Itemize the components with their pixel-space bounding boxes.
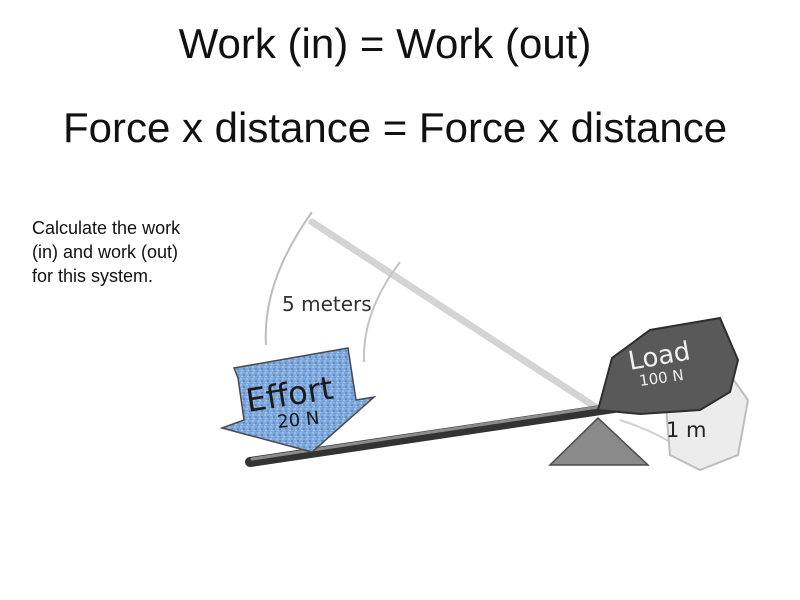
effort-arrow — [219, 347, 377, 453]
question-text: Calculate the work (in) and work (out) f… — [32, 218, 181, 286]
effort-distance-label: 5 meters — [282, 292, 372, 316]
effort-force-value: 20 N — [276, 408, 320, 433]
work-equation: Force x distance = Force x distance — [62, 104, 728, 151]
raised-lever-ghost — [308, 218, 604, 414]
lever-bar — [245, 403, 619, 467]
load-distance-label: 1 m — [666, 418, 707, 442]
load-rock — [596, 316, 740, 416]
fulcrum-triangle — [548, 416, 650, 466]
effort-arc-outer — [264, 211, 313, 346]
page-title: Work (in) = Work (out) — [178, 20, 592, 67]
effort-arc-inner — [362, 261, 401, 363]
